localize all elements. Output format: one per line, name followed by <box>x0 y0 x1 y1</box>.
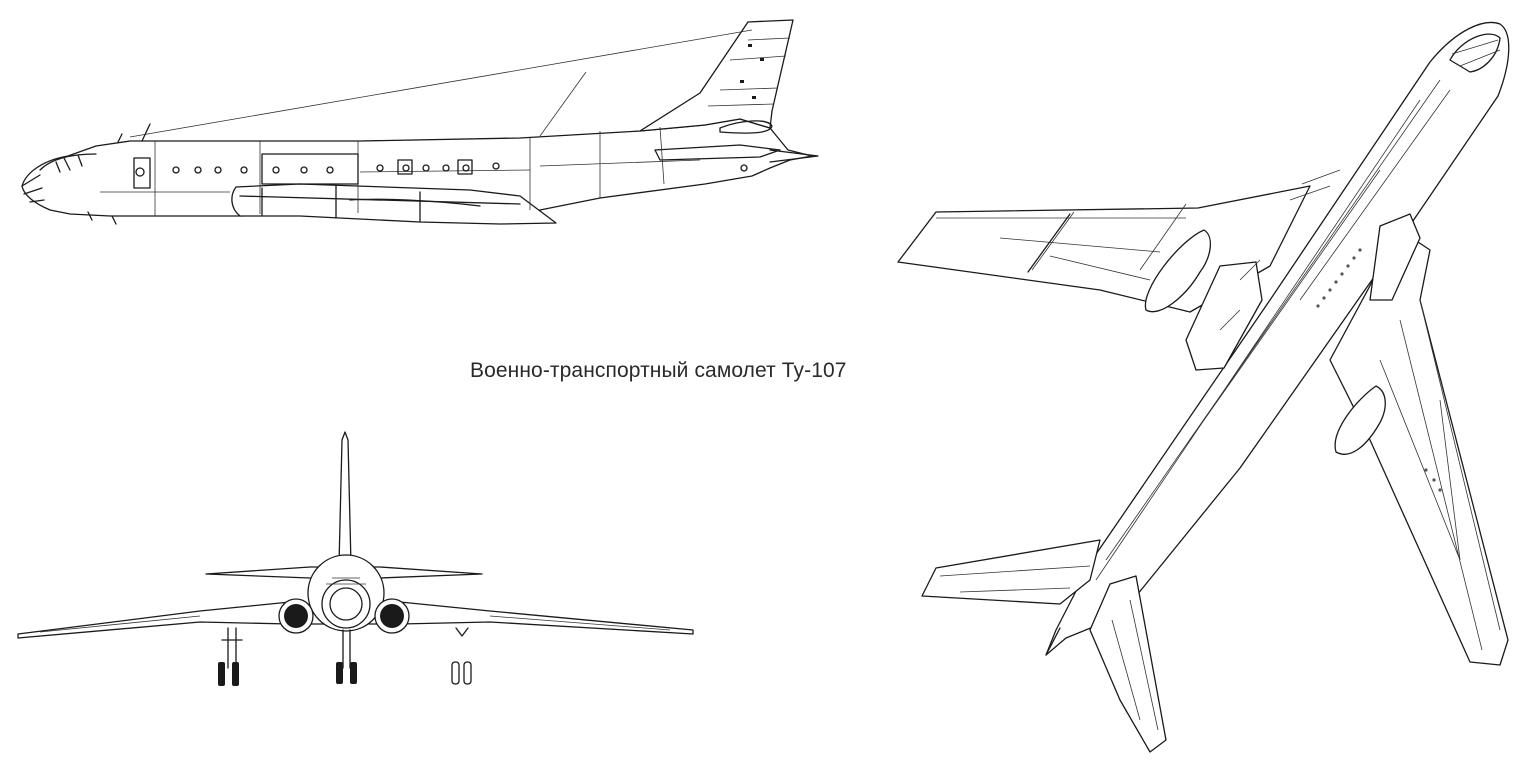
drawing-caption: Военно-транспортный самолет Ту-107 <box>470 359 847 382</box>
